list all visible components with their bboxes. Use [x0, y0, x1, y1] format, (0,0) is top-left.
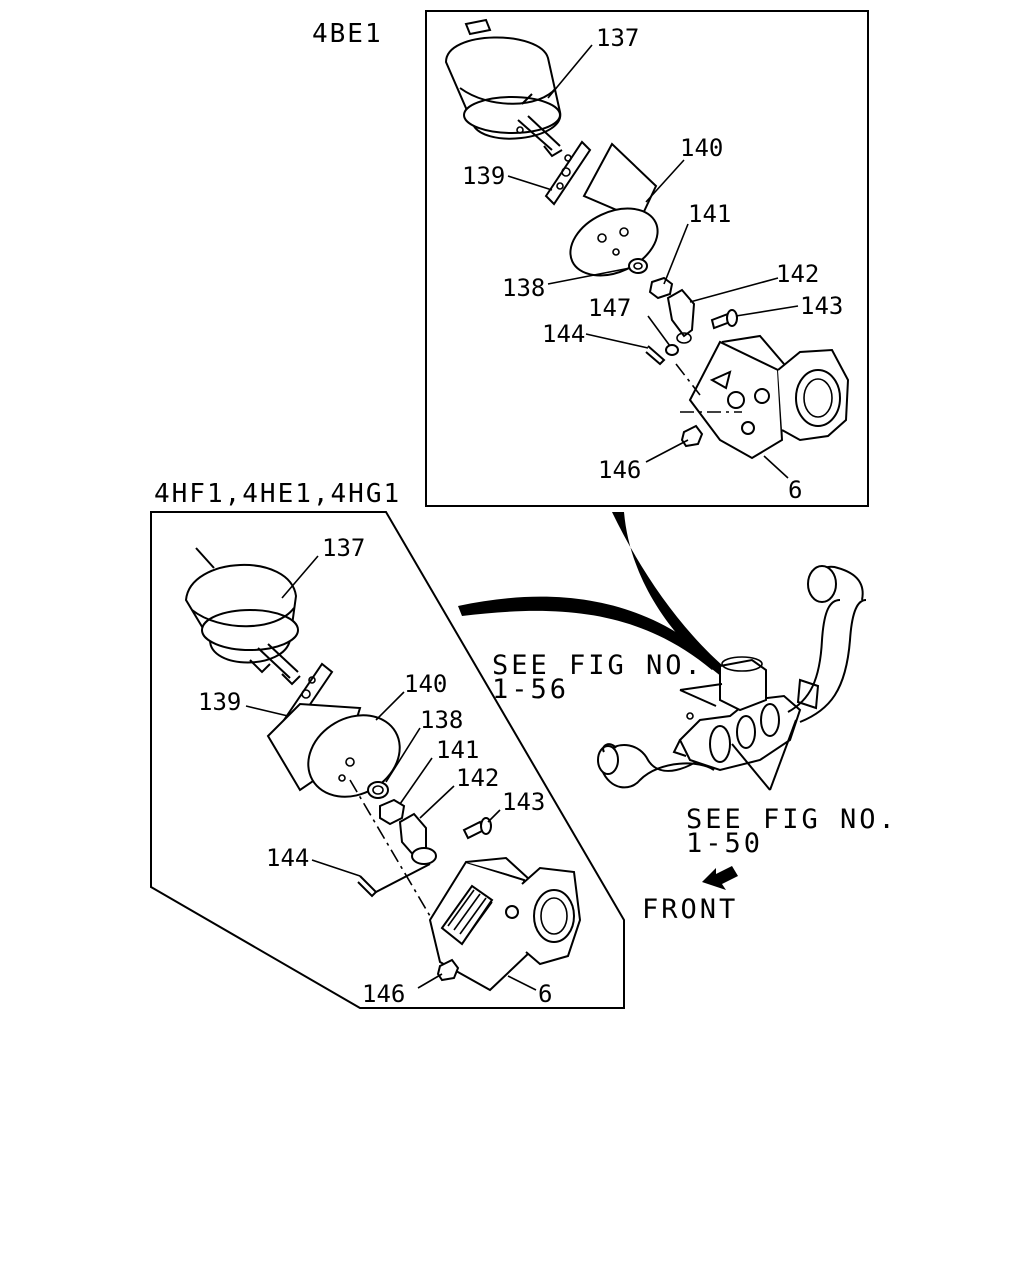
label-137-b: 137 — [322, 534, 365, 562]
label-138-b: 138 — [420, 706, 463, 734]
engine-mount-137-b — [184, 547, 301, 686]
nut-141-b — [379, 798, 406, 826]
panel-4hf1-frame — [150, 511, 625, 1009]
label-139: 139 — [462, 162, 505, 190]
see-fig-1-56-line1: SEE FIG NO. — [492, 650, 704, 681]
pin-144 — [645, 345, 666, 366]
leaders-top — [507, 44, 799, 479]
label-141-b: 141 — [436, 736, 479, 764]
label-142: 142 — [776, 260, 819, 288]
gasket-plate-139 — [544, 140, 592, 206]
arc-from-bottom-panel — [458, 596, 718, 670]
panel-4hf1-4he1-4hg1: 4HF1,4HE1,4HG1 — [150, 479, 625, 1009]
bracket-140-b — [266, 702, 401, 798]
panel-4be1: 4BE1 — [312, 10, 869, 507]
label-142-b: 142 — [456, 764, 499, 792]
connector-arcs — [458, 512, 730, 680]
reference-pointers — [679, 683, 797, 791]
label-146-b: 146 — [362, 980, 405, 1008]
clamp-142 — [666, 288, 696, 344]
nut-146 — [680, 424, 704, 448]
engine-mount-137 — [444, 18, 563, 158]
label-144: 144 — [542, 320, 585, 348]
panel-4hf1-title: 4HF1,4HE1,4HG1 — [154, 479, 401, 509]
label-6-b: 6 — [538, 980, 552, 1008]
see-fig-1-50: SEE FIG NO. 1-50 — [686, 804, 898, 859]
bolt-143 — [710, 309, 738, 330]
see-fig-1-56-line2: 1-56 — [492, 674, 569, 705]
front-indicator: FRONT — [642, 866, 738, 925]
nut-138-b — [367, 781, 389, 799]
see-fig-1-50-line2: 1-50 — [686, 828, 763, 859]
nut-138 — [628, 258, 648, 274]
front-arrow-icon — [702, 866, 738, 890]
exhaust-valve-6-b — [428, 856, 582, 992]
see-fig-1-50-line1: SEE FIG NO. — [686, 804, 898, 835]
washer-147 — [665, 344, 679, 356]
label-146: 146 — [598, 456, 641, 484]
panel-4be1-frame — [425, 10, 869, 507]
label-138: 138 — [502, 274, 545, 302]
label-140: 140 — [680, 134, 723, 162]
see-fig-1-56: SEE FIG NO. 1-56 — [492, 650, 704, 705]
clamp-142-b — [398, 812, 437, 865]
panel-4be1-title: 4BE1 — [312, 19, 383, 49]
front-label: FRONT — [642, 894, 738, 925]
label-143-b: 143 — [502, 788, 545, 816]
label-140-b: 140 — [404, 670, 447, 698]
label-144-b: 144 — [266, 844, 309, 872]
label-147: 147 — [588, 294, 631, 322]
bolt-143-b — [462, 817, 492, 840]
label-6: 6 — [788, 476, 802, 504]
leaders-bottom — [245, 555, 537, 991]
label-139-b: 139 — [198, 688, 241, 716]
label-141: 141 — [688, 200, 731, 228]
label-137: 137 — [596, 24, 639, 52]
exhaust-pipe-assembly — [597, 565, 867, 789]
exhaust-valve-6 — [675, 334, 850, 460]
label-143: 143 — [800, 292, 843, 320]
nut-146-b — [436, 958, 460, 982]
arc-from-top-panel — [612, 512, 730, 680]
nut-141 — [648, 276, 674, 300]
pin-144-b — [357, 875, 378, 898]
